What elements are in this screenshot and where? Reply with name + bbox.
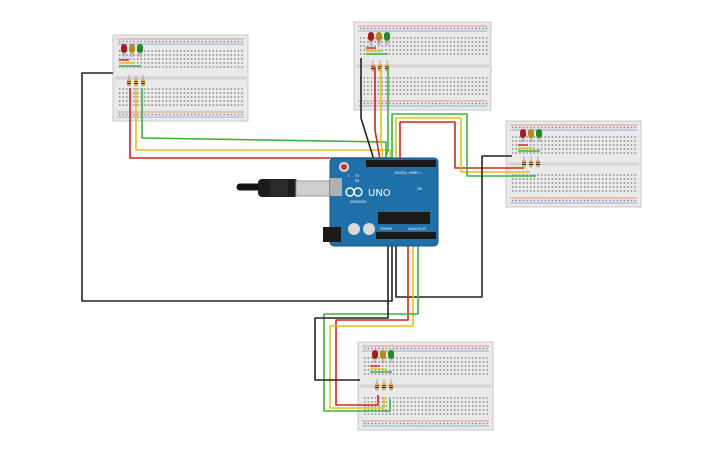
wire-black-ground[interactable] (395, 155, 512, 298)
digital-header (366, 160, 436, 167)
led-yellow[interactable] (528, 129, 534, 142)
wire-black-ground[interactable] (81, 72, 393, 302)
breadboards-layer (112, 21, 642, 431)
wire-green[interactable] (384, 67, 389, 161)
led-green[interactable] (388, 350, 394, 363)
power-analog-header (376, 232, 436, 239)
resistor[interactable] (536, 156, 540, 168)
usb-cable[interactable] (236, 179, 337, 197)
analog-header-label: ANALOG IN (408, 227, 426, 231)
power-header-label: POWER (380, 227, 393, 231)
breadboard[interactable] (357, 341, 494, 431)
wire-red[interactable] (399, 121, 524, 169)
led-yellow[interactable] (129, 44, 135, 57)
resistor[interactable] (141, 75, 145, 87)
wire-yellow[interactable] (395, 117, 530, 173)
led-red[interactable] (121, 44, 127, 57)
l-led-label: L (348, 174, 350, 178)
wire-red[interactable] (374, 67, 381, 161)
wire-black-ground[interactable] (360, 58, 375, 161)
atmega-chip (378, 212, 430, 224)
led-green[interactable] (384, 32, 390, 45)
resistor[interactable] (127, 75, 131, 87)
wires-layer (81, 58, 536, 412)
breadboard[interactable] (505, 120, 642, 208)
resistor[interactable] (375, 379, 379, 391)
led-red[interactable] (368, 32, 374, 45)
resistor[interactable] (371, 60, 375, 72)
wire-red[interactable] (335, 246, 409, 406)
resistor[interactable] (529, 156, 533, 168)
board-brand-text: ARDUINO (350, 200, 367, 204)
led-red[interactable] (372, 350, 378, 363)
wire-black-ground[interactable] (314, 246, 389, 381)
breadboard[interactable] (353, 21, 492, 111)
arduino-uno-board[interactable]: UNO ARDUINO DIGITAL (PWM~) POWER ANALOG … (323, 157, 439, 247)
board-model-text: UNO (368, 188, 391, 199)
led-green[interactable] (536, 129, 542, 142)
wire-yellow[interactable] (329, 246, 414, 409)
digital-header-label: DIGITAL (PWM~) (395, 171, 421, 175)
rx-led-label: RX (355, 179, 360, 183)
resistor[interactable] (389, 379, 393, 391)
wire-green[interactable] (323, 246, 419, 412)
wire-green[interactable] (141, 88, 387, 162)
led-red[interactable] (520, 129, 526, 142)
wire-green[interactable] (391, 113, 536, 177)
tx-led-label: TX (354, 174, 360, 178)
resistor[interactable] (522, 156, 526, 168)
led-yellow[interactable] (376, 32, 382, 45)
on-led-label: ON (417, 187, 423, 191)
resistor[interactable] (382, 379, 386, 391)
wire-yellow[interactable] (380, 67, 384, 161)
resistor[interactable] (134, 75, 138, 87)
led-green[interactable] (137, 44, 143, 57)
led-yellow[interactable] (380, 350, 386, 363)
resistor[interactable] (385, 60, 389, 72)
breadboard[interactable] (112, 34, 249, 122)
wire-yellow[interactable] (135, 88, 391, 162)
